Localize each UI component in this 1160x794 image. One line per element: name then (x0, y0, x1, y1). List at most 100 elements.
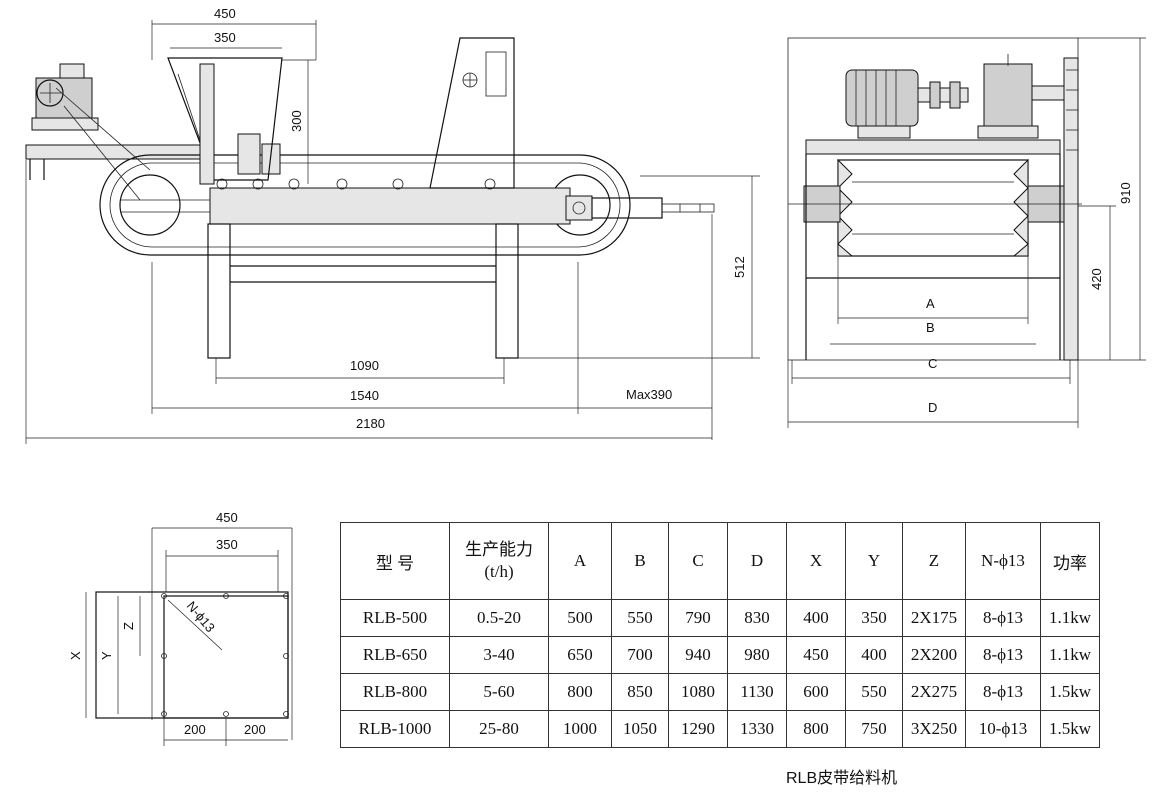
cell-b: 550 (611, 599, 669, 637)
cell-z: 2X275 (902, 673, 966, 711)
dim-leg-span: 1090 (350, 358, 379, 373)
cell-model: RLB-800 (340, 673, 450, 711)
col-x: X (786, 522, 846, 600)
dim-plan-z: Z (121, 622, 136, 630)
support-legs (207, 223, 519, 359)
cell-bolts: 8-ϕ13 (965, 636, 1041, 674)
cross-beam (805, 139, 1061, 155)
cell-c: 1080 (668, 673, 728, 711)
col-b: B (611, 522, 669, 600)
idler-rollers (216, 178, 496, 190)
col-c: C (668, 522, 728, 600)
take-up-tensioner (565, 195, 715, 221)
dim-plan-bolt: N-ϕ13 (184, 598, 218, 635)
table-row: RLB-1000 25-80 1000 1050 1290 1330 800 7… (340, 710, 1100, 748)
coupling-and-reducer (917, 54, 1069, 139)
dim-take-up-max: Max390 (626, 387, 672, 402)
table-row: RLB-800 5-60 800 850 1080 1130 600 550 2… (340, 673, 1100, 711)
cell-x: 800 (786, 710, 846, 748)
cell-y: 550 (845, 673, 903, 711)
bolt-holes (161, 593, 289, 717)
cell-capacity: 3-40 (449, 636, 549, 674)
upright-plate (429, 37, 515, 189)
drum (788, 158, 1082, 257)
drawing-caption: RLB皮带给料机 (786, 770, 898, 787)
cell-d: 1130 (727, 673, 787, 711)
cell-x: 400 (786, 599, 846, 637)
dim-hopper-inner: 350 (214, 30, 236, 45)
cell-power: 1.1kw (1040, 636, 1100, 674)
hopper-plan-view: 450 350 N-ϕ13 X Y Z 200 200 (68, 510, 293, 746)
cell-b: 1050 (611, 710, 669, 748)
dim-d: D (928, 400, 937, 415)
cell-power: 1.1kw (1040, 599, 1100, 637)
col-power: 功率 (1040, 522, 1100, 600)
drive-frame (25, 144, 215, 160)
col-d: D (727, 522, 787, 600)
spec-table: 型 号 生产能力 (t/h) A B C D X Y Z N-ϕ13 功率 RL… (340, 522, 1100, 748)
col-model: 型 号 (340, 522, 450, 600)
cell-d: 980 (727, 636, 787, 674)
col-bolts: N-ϕ13 (965, 522, 1041, 600)
cell-model: RLB-500 (340, 599, 450, 637)
cell-capacity: 25-80 (449, 710, 549, 748)
dim-plan-inner: 350 (216, 537, 238, 552)
hopper (167, 57, 283, 185)
dim-a: A (926, 296, 935, 311)
dim-total-height: 910 (1118, 182, 1133, 204)
dim-plan-x: X (68, 651, 83, 660)
cell-capacity: 5-60 (449, 673, 549, 711)
cell-z: 2X200 (902, 636, 966, 674)
motor (845, 69, 919, 139)
cell-d: 1330 (727, 710, 787, 748)
cell-c: 790 (668, 599, 728, 637)
cell-bolts: 8-ϕ13 (965, 673, 1041, 711)
table-header-row: 型 号 生产能力 (t/h) A B C D X Y Z N-ϕ13 功率 (340, 522, 1100, 600)
cell-x: 600 (786, 673, 846, 711)
table-row: RLB-650 3-40 650 700 940 980 450 400 2X2… (340, 636, 1100, 674)
cell-capacity: 0.5-20 (449, 599, 549, 637)
cell-model: RLB-1000 (340, 710, 450, 748)
col-capacity-unit: (t/h) (484, 562, 514, 581)
dim-plan-half-left: 200 (184, 722, 206, 737)
end-view-dimensions: A B C D 910 420 (787, 37, 1146, 428)
dim-frame-span: 1540 (350, 388, 379, 403)
cell-a: 1000 (548, 710, 612, 748)
cell-c: 1290 (668, 710, 728, 748)
dim-plan-y: Y (99, 651, 114, 660)
dim-c: C (928, 356, 937, 371)
cell-b: 700 (611, 636, 669, 674)
col-a: A (548, 522, 612, 600)
side-view-dimensions: 450 350 300 512 1090 1540 (25, 6, 760, 444)
dim-plan-half-right: 200 (244, 722, 266, 737)
dim-axle-height: 420 (1089, 268, 1104, 290)
cell-bolts: 8-ϕ13 (965, 599, 1041, 637)
cell-y: 400 (845, 636, 903, 674)
cell-y: 750 (845, 710, 903, 748)
cell-x: 450 (786, 636, 846, 674)
side-plate (1063, 57, 1079, 361)
side-view: 450 350 300 512 1090 1540 (25, 6, 760, 444)
end-view: A B C D 910 420 (787, 37, 1146, 428)
cell-a: 500 (548, 599, 612, 637)
dim-hopper-top: 450 (214, 6, 236, 21)
col-y: Y (845, 522, 903, 600)
gear-reducer (31, 63, 99, 131)
cell-y: 350 (845, 599, 903, 637)
cell-c: 940 (668, 636, 728, 674)
cell-b: 850 (611, 673, 669, 711)
col-capacity: 生产能力 (t/h) (449, 522, 549, 600)
col-capacity-label: 生产能力 (465, 540, 533, 559)
cell-d: 830 (727, 599, 787, 637)
main-beam (209, 187, 571, 225)
cell-z: 3X250 (902, 710, 966, 748)
dim-frame-height: 512 (732, 256, 747, 278)
cell-power: 1.5kw (1040, 710, 1100, 748)
table-row: RLB-500 0.5-20 500 550 790 830 400 350 2… (340, 599, 1100, 637)
cell-model: RLB-650 (340, 636, 450, 674)
cell-a: 800 (548, 673, 612, 711)
dim-b: B (926, 320, 935, 335)
dim-plan-outer: 450 (216, 510, 238, 525)
cell-bolts: 10-ϕ13 (965, 710, 1041, 748)
